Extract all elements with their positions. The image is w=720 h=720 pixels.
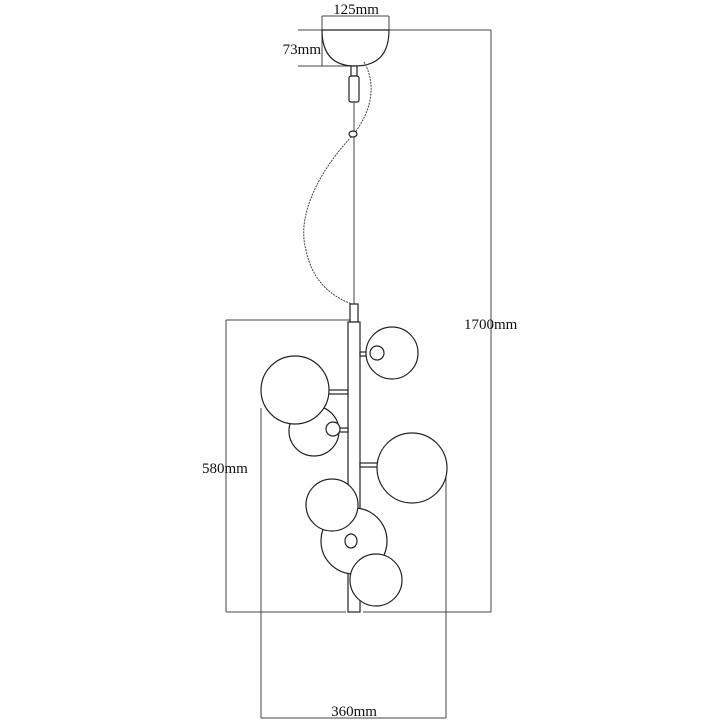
arm-2: [327, 389, 349, 395]
globe-5: [349, 553, 403, 607]
rod-top-cap: [349, 303, 359, 323]
canopy-width-label: 125mm: [333, 2, 379, 18]
dimension-labels: 125mm 73mm 1700mm 580mm 360mm: [202, 2, 518, 720]
cord-clip: [348, 130, 358, 138]
canopy-dome: [321, 29, 390, 67]
canopy-stem: [350, 65, 358, 77]
socket-1: [369, 345, 385, 361]
globe-2: [260, 355, 330, 425]
socket-2: [325, 421, 341, 437]
overall-height-label: 1700mm: [464, 317, 518, 333]
globe-3: [376, 432, 448, 504]
socket-3: [344, 533, 358, 549]
power-cord: [303, 61, 372, 305]
cable-grip: [348, 75, 360, 103]
canopy-height-label: 73mm: [283, 42, 322, 58]
body-height-label: 580mm: [202, 461, 248, 477]
globe-4: [305, 478, 359, 532]
bulb-sockets: [325, 345, 385, 549]
suspension-cables: [303, 61, 372, 306]
globe-1: [365, 326, 419, 380]
glass-globes: [260, 326, 448, 607]
body-width-label: 360mm: [331, 704, 377, 720]
